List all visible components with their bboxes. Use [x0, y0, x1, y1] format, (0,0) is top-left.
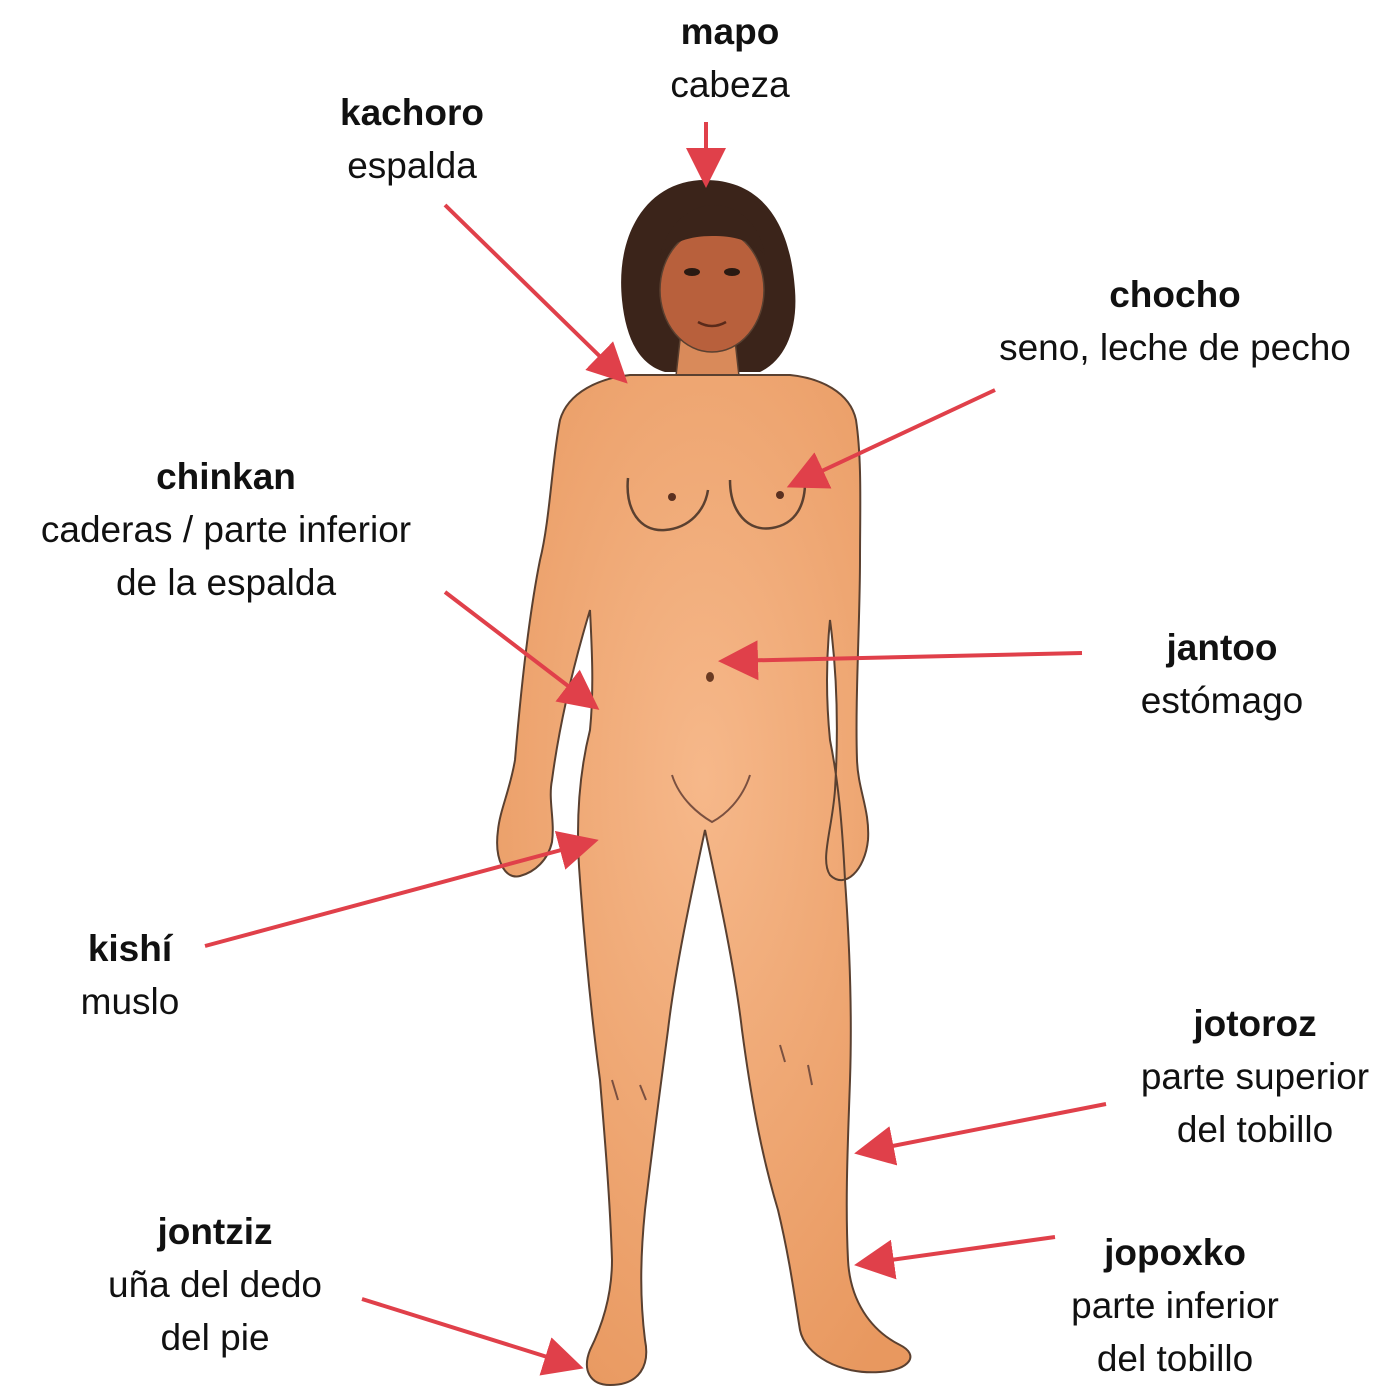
arrow-jontziz: [362, 1299, 576, 1366]
label-kishi: kishí muslo: [40, 922, 220, 1028]
label-jontziz: jontziz uña del dedo del pie: [70, 1205, 360, 1364]
term: jopoxko: [1030, 1226, 1320, 1279]
face: [660, 228, 764, 352]
meaning-line: parte inferior: [1030, 1279, 1320, 1332]
meaning-line: uña del dedo: [70, 1258, 360, 1311]
arrow-kishi: [205, 842, 591, 946]
arrow-kachoro: [445, 205, 622, 378]
meaning-line: de la espalda: [0, 556, 452, 609]
right-nipple: [776, 491, 784, 499]
term: kishí: [40, 922, 220, 975]
term: jotoroz: [1110, 997, 1399, 1050]
meaning-line: muslo: [40, 975, 220, 1028]
label-chinkan: chinkan caderas / parte inferior de la e…: [0, 450, 452, 609]
meaning-line: espalda: [292, 139, 532, 192]
term: chocho: [960, 268, 1390, 321]
meaning-line: estómago: [1102, 674, 1342, 727]
arrow-jopoxko: [862, 1237, 1055, 1264]
label-kachoro: kachoro espalda: [292, 86, 532, 192]
label-jantoo: jantoo estómago: [1102, 621, 1342, 727]
label-jopoxko: jopoxko parte inferior del tobillo: [1030, 1226, 1320, 1385]
arrow-jotoroz: [862, 1104, 1106, 1152]
body-silhouette: [497, 375, 910, 1385]
right-eye: [724, 268, 740, 276]
human-figure: [497, 180, 910, 1385]
label-mapo: mapo cabeza: [610, 5, 850, 111]
label-chocho: chocho seno, leche de pecho: [960, 268, 1390, 374]
term: mapo: [610, 5, 850, 58]
meaning-line: del pie: [70, 1311, 360, 1364]
label-jotoroz: jotoroz parte superior del tobillo: [1110, 997, 1399, 1156]
left-eye: [684, 268, 700, 276]
meaning-line: caderas / parte inferior: [0, 503, 452, 556]
meaning-line: del tobillo: [1030, 1332, 1320, 1385]
term: chinkan: [0, 450, 452, 503]
term: jantoo: [1102, 621, 1342, 674]
left-nipple: [668, 493, 676, 501]
term: jontziz: [70, 1205, 360, 1258]
meaning-line: del tobillo: [1110, 1103, 1399, 1156]
meaning-line: cabeza: [610, 58, 850, 111]
meaning-line: parte superior: [1110, 1050, 1399, 1103]
navel: [706, 672, 714, 682]
term: kachoro: [292, 86, 532, 139]
meaning-line: seno, leche de pecho: [960, 321, 1390, 374]
